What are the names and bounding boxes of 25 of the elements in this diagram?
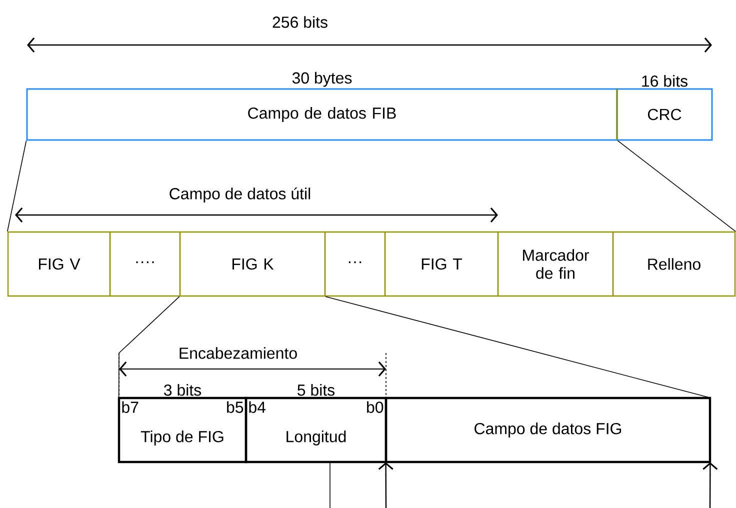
arrow [702,462,718,508]
size-label: 5 bits [298,384,335,396]
arrow [378,462,394,508]
size-label: 16 bits [642,75,688,87]
connector-line [118,296,180,398]
field-box: Tipo de FIG b7 b5 [118,396,248,464]
field-box: Campo de datos FIB [26,88,618,141]
field-box: FIG T [384,231,499,297]
dimension-label: Encabezamiento [180,347,297,359]
field-box: CRC [616,88,713,141]
field-box: Longitud b4 b0 [244,396,388,464]
field-box: FIG K [179,231,326,297]
size-label: 30 bytes [292,72,352,87]
field-box: FIG V [7,231,111,297]
connector-line [617,140,736,232]
field-box: Relleno [612,231,736,297]
dimension-label: Campo de datos útil [170,187,310,203]
field-box: Campo de datos FIG [384,396,712,464]
size-label: 3 bits [164,384,202,396]
field-box: ··· [324,231,386,297]
connector-line [7,140,27,232]
field-box: ···· [109,231,181,297]
field-box: Marcador de fin [497,231,614,297]
dimension-label: 256 bits [272,16,328,28]
connector-line [325,296,711,398]
